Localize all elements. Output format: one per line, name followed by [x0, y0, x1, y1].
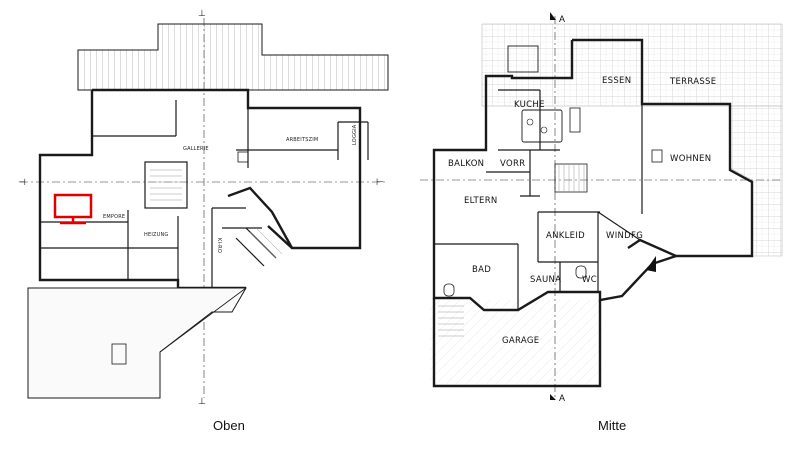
section-marker-bottom: A [559, 393, 565, 403]
room-label-loggia: LOGGIA [352, 124, 358, 145]
section-marker-right-oben: ⊢ [376, 177, 384, 187]
chimney-oben [237, 151, 249, 163]
tv-icon [53, 193, 93, 225]
cooktop-icon [540, 126, 548, 134]
toilet-icon [575, 265, 587, 279]
room-label-heizung: HEIZUNG [144, 232, 169, 238]
inner-walls-mitte [434, 89, 643, 310]
stove-icon [651, 149, 663, 163]
roof-bottom-oben [27, 287, 247, 399]
skylight-oben [111, 343, 127, 365]
room-label-kuche: KUCHE [514, 100, 545, 110]
section-arrow-bottom [550, 394, 556, 400]
room-label-balkon: BALKON [448, 159, 484, 169]
room-label-eltern: ELTERN [464, 196, 498, 206]
roof-top-oben [77, 23, 389, 91]
outer-walls-mitte [432, 38, 754, 388]
room-label-bad: BAD [472, 265, 491, 275]
terrace-grid-right [729, 105, 783, 257]
section-marker-top-oben: ⊥ [198, 8, 206, 18]
kitchen-island [521, 109, 563, 143]
garage-floor-hatch [430, 300, 602, 386]
room-label-essen: ESSEN [602, 76, 631, 86]
outer-walls-oben [38, 88, 362, 290]
caption-oben: Oben [213, 418, 245, 433]
furniture-mitte [443, 45, 663, 297]
cooktop-icon [526, 118, 534, 126]
room-label-sauna: SAUNA [530, 275, 561, 285]
bathtub-icon [443, 283, 455, 297]
room-label-garage: GARAGE [502, 336, 539, 346]
section-arrow-top [550, 12, 556, 20]
room-label-ankleid: ANKLEID [546, 231, 585, 241]
room-label-wc: WC [582, 275, 597, 285]
room-label-vorr: VORR [500, 159, 525, 169]
plan-mitte: A A [420, 12, 783, 403]
room-label-terrasse: TERRASSE [669, 77, 716, 87]
stairs-mitte [438, 163, 588, 337]
plan-oben: ⊥ ⊥ ⊣ ⊢ [18, 8, 389, 406]
counter [569, 107, 581, 133]
room-label-kind: KI-RO [216, 238, 222, 253]
room-label-empore: EMPORE [103, 214, 125, 220]
section-marker-top: A [559, 14, 565, 24]
room-label-windfg: WINDFG [606, 231, 643, 241]
room-label-wohnen: WOHNEN [670, 154, 711, 164]
stairs-oben [150, 169, 283, 259]
caption-mitte: Mitte [598, 418, 627, 433]
room-label-gallerie: GALLERIE [183, 146, 209, 152]
terrace-grid-top [481, 23, 783, 107]
north-arrow-icon [646, 256, 656, 272]
section-marker-left-oben: ⊣ [18, 177, 26, 187]
section-marker-bottom-oben: ⊥ [198, 396, 206, 406]
dining-table [507, 45, 539, 73]
room-label-arbeitszim: ARBEITSZIM [286, 137, 318, 143]
